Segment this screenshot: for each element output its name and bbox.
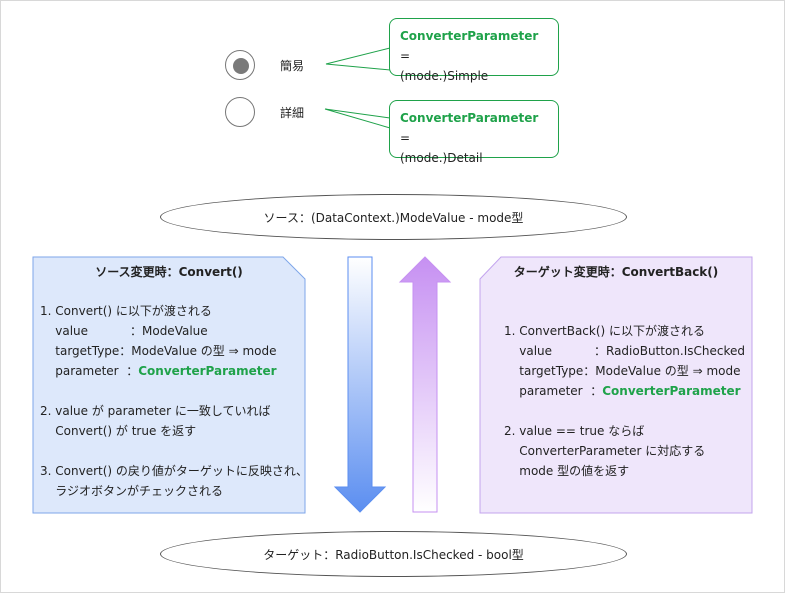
convert-line: ​ (40, 381, 302, 401)
convertback-line: mode 型の値を返す (504, 464, 630, 478)
convert-panel-body: 1. Convert() に以下が渡される value ：ModeValue t… (40, 301, 309, 501)
radio-simple[interactable] (225, 50, 255, 80)
callout-detail-eq: = (400, 131, 411, 145)
callout-detail: ConverterParameter = (mode.)Detail (389, 100, 559, 165)
convertback-line: value ：RadioButton.IsChecked (504, 344, 746, 358)
target-label: ターゲット：RadioButton.IsChecked - bool型 (263, 547, 524, 562)
convert-line: targetType：ModeValue の型 ⇒ mode (40, 344, 277, 358)
radio-detail[interactable] (225, 97, 255, 127)
convertback-line: 2. value == true ならば (504, 424, 645, 438)
down-arrow (333, 256, 387, 513)
convert-line: value ：ModeValue (40, 324, 208, 338)
convertback-line: ​ (504, 401, 750, 421)
convertback-line: parameter ：ConverterParameter (504, 384, 741, 398)
callout-simple-eq: = (400, 49, 411, 63)
convert-line: Convert() が true を返す (40, 424, 197, 438)
callout-detail-param: ConverterParameter (400, 111, 539, 125)
convert-line: 3. Convert() の戻り値がターゲットに反映され、 (40, 464, 309, 478)
convertback-line: ConverterParameter に対応する (504, 444, 706, 458)
callout-detail-value: (mode.)Detail (400, 151, 483, 165)
callout-simple-value: (mode.)Simple (400, 69, 489, 83)
callout-simple-param: ConverterParameter (400, 29, 539, 43)
convert-line: 1. Convert() に以下が渡される (40, 304, 212, 318)
convert-panel-shape (32, 256, 306, 514)
convertback-panel: ターゲット変更時：ConvertBack() (480, 262, 752, 282)
convertback-line: targetType：ModeValue の型 ⇒ mode (504, 364, 741, 378)
convert-panel-title: ソース変更時：Convert() (95, 265, 243, 279)
convert-line: parameter ：ConverterParameter (40, 364, 277, 378)
convertback-panel-title: ターゲット変更時：ConvertBack() (513, 265, 719, 279)
radio-simple-label: 簡易 (280, 59, 305, 73)
target-ellipse: ターゲット：RadioButton.IsChecked - bool型 (160, 531, 627, 577)
convert-line: ラジオボタンがチェックされる (40, 484, 224, 498)
source-label: ソース：(DataContext.)ModeValue - mode型 (263, 210, 524, 225)
callout-simple: ConverterParameter = (mode.)Simple (389, 18, 559, 83)
convert-line: 2. value が parameter に一致していれば (40, 404, 271, 418)
convertback-panel-body: 1. ConvertBack() に以下が渡される value ：RadioBu… (504, 321, 750, 481)
up-arrow (398, 256, 452, 513)
convertback-panel-shape (479, 256, 753, 514)
convertback-line: 1. ConvertBack() に以下が渡される (504, 324, 706, 338)
convert-line: ​ (40, 441, 302, 461)
convert-panel: ソース変更時：Convert() (33, 262, 305, 282)
radio-detail-label: 詳細 (280, 106, 305, 120)
source-ellipse: ソース：(DataContext.)ModeValue - mode型 (160, 194, 627, 240)
radio-simple-dot (233, 58, 249, 74)
